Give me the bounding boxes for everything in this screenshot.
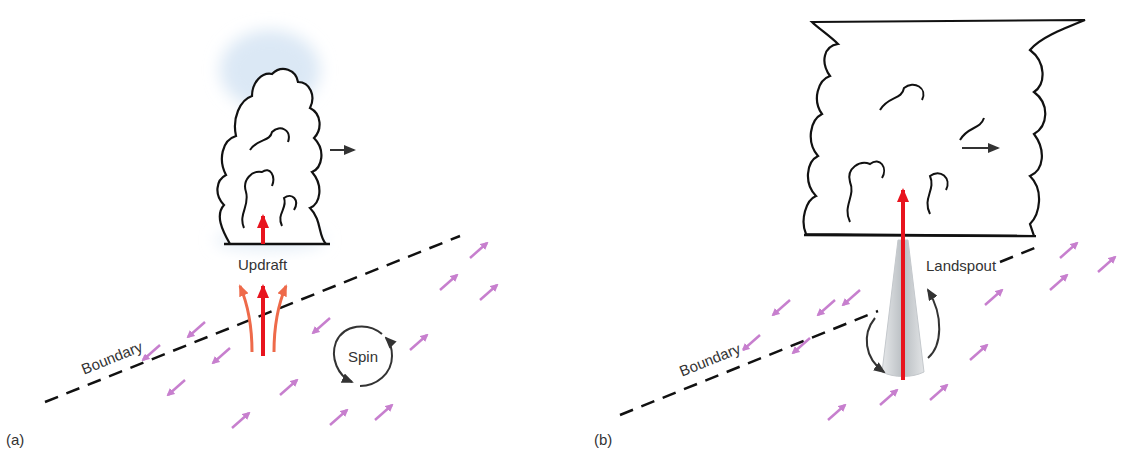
boundary-line (620, 311, 878, 415)
cloud-outline (217, 69, 326, 244)
cloud-detail (847, 161, 884, 222)
cloud-detail (880, 85, 923, 110)
boundary-line (45, 236, 460, 402)
cloud-detail (927, 173, 947, 214)
panel-a-drawing (45, 69, 497, 428)
updraft-arrow (274, 286, 286, 352)
landspout-label: Landspout (924, 258, 998, 275)
updraft-label: Updraft (236, 257, 289, 274)
updraft-arrow (240, 286, 252, 352)
boundary-label: Boundary (77, 338, 146, 379)
wind-arrows (743, 243, 1115, 420)
spin-arrow (334, 326, 382, 382)
cloud-base (804, 235, 1036, 236)
motion-arrow (962, 147, 998, 149)
panel-letter: (b) (592, 432, 614, 449)
cloud-detail (242, 170, 273, 228)
cloud-detail (960, 118, 984, 140)
panel-b-drawing (620, 20, 1115, 420)
cloud-detail (280, 196, 296, 226)
spin-label: Spin (346, 349, 380, 366)
spin-arrow (867, 318, 884, 372)
boundary-label: Boundary (675, 340, 744, 381)
cloud-base (224, 243, 330, 246)
panel-letter: (a) (4, 432, 26, 449)
updraft-arrow (261, 286, 265, 356)
spin-arrow (928, 290, 939, 358)
cloud-detail (250, 128, 289, 150)
updraft-arrow (261, 216, 265, 244)
boundary-line (1000, 245, 1042, 262)
motion-arrow (330, 149, 354, 151)
wind-arrows (143, 243, 497, 428)
cloud-outline (804, 20, 1085, 236)
updraft-arrow (901, 190, 905, 380)
